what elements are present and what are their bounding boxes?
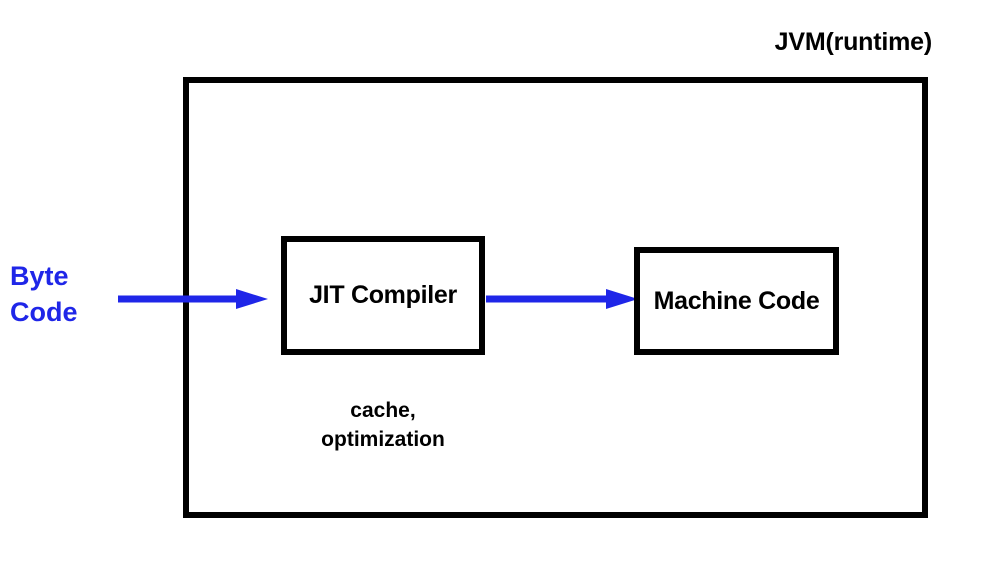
node-machine-code-label: Machine Code	[653, 286, 820, 315]
node-machine-code: Machine Code	[634, 247, 839, 355]
byte-code-label-line-1: Byte	[10, 261, 69, 291]
jit-compiler-note-line-2: optimization	[321, 428, 445, 451]
byte-code-label: Byte Code	[10, 258, 110, 330]
jit-compiler-note-line-1: cache,	[350, 399, 416, 422]
jit-compiler-note: cache, optimization	[283, 396, 483, 454]
arrow-bytecode-to-jit-compiler	[118, 289, 268, 309]
byte-code-label-line-2: Code	[10, 297, 78, 327]
node-jit-compiler: JIT Compiler	[281, 236, 485, 355]
arrow-jit-compiler-to-machine-code	[486, 289, 638, 309]
jvm-runtime-title: JVM(runtime)	[774, 28, 933, 56]
node-jit-compiler-label: JIT Compiler	[309, 281, 457, 309]
